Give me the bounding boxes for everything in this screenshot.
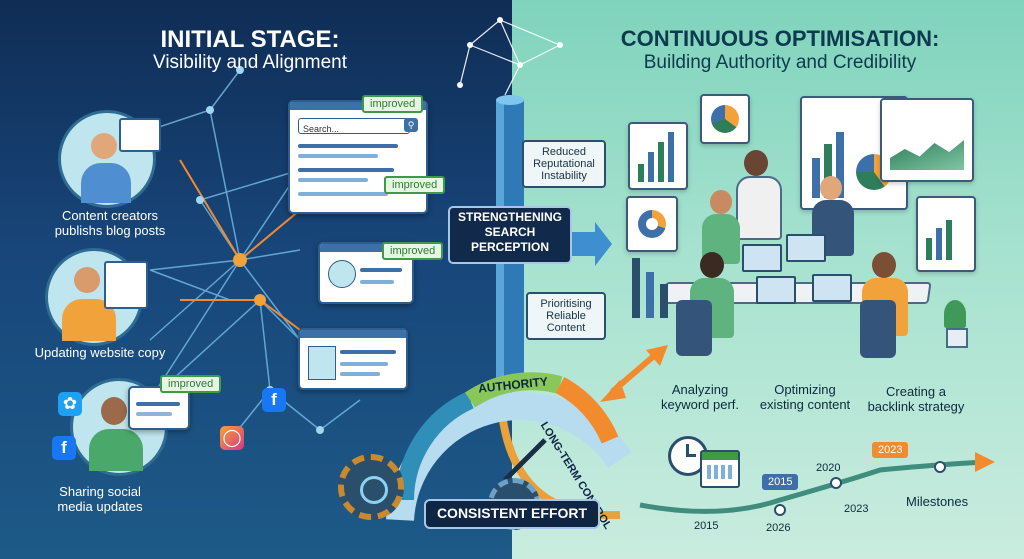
office-chair bbox=[860, 300, 896, 358]
trend-chart-panel bbox=[916, 196, 976, 272]
updater-avatar bbox=[45, 248, 148, 346]
improved-badge: improved bbox=[384, 176, 446, 194]
person-body bbox=[89, 429, 143, 471]
analyzing-line2: keyword perf. bbox=[660, 397, 740, 412]
instagram-icon: ◯ bbox=[220, 426, 244, 450]
article-window bbox=[298, 328, 408, 390]
consistent-effort-box: CONSISTENT EFFORT bbox=[424, 499, 600, 529]
bar-chart-panel bbox=[628, 122, 688, 190]
potted-plant-icon bbox=[936, 300, 974, 348]
reduced-line2: Reputational bbox=[533, 158, 595, 170]
improved-badge: improved bbox=[382, 242, 444, 260]
creators-caption: Content creators publishs blog posts bbox=[40, 208, 180, 238]
milestones-label: Milestones bbox=[906, 494, 969, 509]
analyzing-caption: Analyzing keyword perf. bbox=[650, 382, 750, 412]
donut-chart-panel bbox=[626, 196, 678, 252]
year-label: 2023 bbox=[844, 503, 869, 515]
creator-avatar bbox=[58, 110, 161, 208]
sharing-caption: Sharing social media updates bbox=[30, 484, 170, 514]
person-head bbox=[91, 133, 117, 159]
year-label: 2015 bbox=[694, 520, 719, 532]
webpage-card-icon bbox=[104, 261, 148, 309]
person-head bbox=[74, 267, 100, 293]
laptop-icon bbox=[812, 274, 852, 302]
laptop-icon bbox=[756, 276, 796, 304]
strengthening-line1: STRENGTHENING bbox=[457, 210, 562, 224]
person-body bbox=[81, 163, 131, 203]
manager-head bbox=[820, 176, 842, 200]
year-badge: 2015 bbox=[762, 474, 799, 490]
optimizing-line1: Optimizing bbox=[774, 382, 836, 397]
gear-icon bbox=[338, 454, 404, 520]
search-icon[interactable]: ⚲ bbox=[404, 118, 418, 132]
reduced-line3: Instability bbox=[541, 170, 587, 182]
updating-caption: Updating website copy bbox=[34, 345, 166, 360]
pie-chart-panel bbox=[700, 94, 750, 144]
right-subtitle: Building Authority and Credibility bbox=[643, 52, 917, 73]
prioritising-content-label: Prioritising Reliable Content bbox=[526, 292, 606, 340]
improved-badge: improved bbox=[362, 95, 424, 113]
reduced-line1: Reduced bbox=[541, 146, 587, 158]
person-head bbox=[101, 397, 127, 425]
optimizing-caption: Optimizing existing content bbox=[750, 382, 860, 412]
analyst-head bbox=[700, 252, 724, 278]
analyzing-line1: Analyzing bbox=[671, 382, 729, 397]
strengthening-line3: PERCEPTION bbox=[470, 240, 549, 254]
laptop-icon bbox=[742, 244, 782, 272]
developer-head bbox=[872, 252, 896, 278]
left-subtitle: Visibility and Alignment bbox=[153, 52, 347, 73]
search-window: Search... ⚲ bbox=[288, 100, 428, 214]
search-placeholder: Search... bbox=[303, 124, 340, 134]
reduced-instability-label: Reduced Reputational Instability bbox=[522, 140, 606, 188]
colleague-head bbox=[710, 190, 732, 214]
twitter-icon: ✿ bbox=[58, 392, 82, 416]
backlink-caption: Creating a backlink strategy bbox=[856, 384, 976, 414]
facebook-icon: f bbox=[52, 436, 76, 460]
presenter-head bbox=[744, 150, 768, 176]
gear-hub bbox=[360, 476, 388, 504]
year-label: 2026 bbox=[766, 522, 791, 534]
backlink-line2: backlink strategy bbox=[867, 399, 965, 414]
presenter-body bbox=[736, 176, 782, 240]
social-post-card bbox=[128, 386, 190, 430]
prioritising-line1: Prioritising bbox=[540, 298, 592, 310]
facebook-icon: f bbox=[262, 388, 286, 412]
strengthening-line2: SEARCH bbox=[484, 225, 536, 239]
area-chart-panel bbox=[880, 98, 974, 182]
sharing-caption-line1: Sharing social bbox=[59, 484, 141, 499]
improved-badge: improved bbox=[160, 375, 222, 393]
strengthening-search-perception-box: STRENGTHENING SEARCH PERCEPTION bbox=[448, 206, 572, 264]
sharing-caption-line2: media updates bbox=[57, 499, 143, 514]
right-title: CONTINUOUS OPTIMISATION: bbox=[620, 26, 940, 51]
prioritising-line3: Content bbox=[546, 322, 586, 334]
optimizing-line2: existing content bbox=[759, 397, 851, 412]
prioritising-line2: Reliable bbox=[546, 310, 586, 322]
article-image-icon bbox=[308, 346, 336, 380]
office-chair bbox=[676, 300, 712, 356]
backlink-line1: Creating a bbox=[886, 384, 946, 399]
left-title: INITIAL STAGE: bbox=[160, 26, 340, 53]
creators-caption-line1: Content creators bbox=[61, 208, 159, 223]
profile-avatar-icon bbox=[328, 260, 356, 288]
year-label: 2020 bbox=[816, 462, 841, 474]
laptop-icon bbox=[786, 234, 826, 262]
year-badge: 2023 bbox=[872, 442, 909, 458]
search-input[interactable]: Search... bbox=[298, 118, 410, 134]
photo-card-icon bbox=[119, 118, 161, 152]
creators-caption-line2: publishs blog posts bbox=[54, 223, 166, 238]
calendar-icon bbox=[700, 450, 740, 488]
